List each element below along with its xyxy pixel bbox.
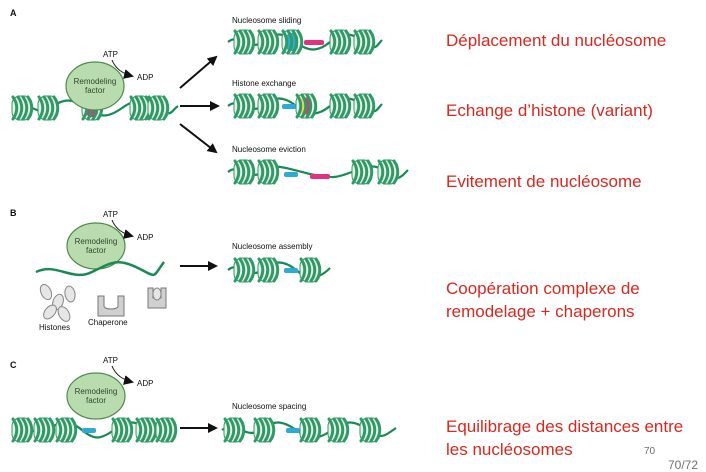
- nucleosome: [299, 257, 322, 283]
- label-line: remodelage + chaperons: [446, 302, 635, 321]
- label-line: Equilibrage des distances entre: [446, 417, 684, 436]
- nucleosome: [257, 159, 280, 185]
- nucleosome: [359, 417, 382, 443]
- atp-to-adp-arrow: [111, 59, 134, 79]
- panel-c-dna-before: [11, 417, 178, 443]
- nucleosome: [233, 159, 256, 185]
- remodeler-label-line1: Remodeling: [75, 387, 118, 396]
- chaperone-icon: [97, 287, 167, 317]
- spacing-result: [221, 417, 397, 443]
- assembly-result: [227, 257, 331, 283]
- nucleosome: [351, 159, 374, 185]
- adp-label: ADP: [137, 73, 153, 82]
- nucleosome: [223, 417, 246, 443]
- label-histone-exchange: Echange d’histone (variant): [446, 101, 653, 120]
- caption-nucleosome-assembly: Nucleosome assembly: [232, 242, 312, 251]
- nucleosome: [11, 417, 34, 443]
- remodeler-label-line1: Remodeling: [74, 77, 117, 86]
- nucleosome: [11, 95, 34, 121]
- nucleosome: [299, 417, 322, 443]
- nucleosome: [135, 417, 158, 443]
- nucleosome: [233, 29, 256, 55]
- adp-label: ADP: [137, 233, 153, 242]
- remodeler-label-line2: factor: [86, 246, 106, 255]
- nucleosome: [33, 417, 56, 443]
- panel-c-letter: C: [10, 360, 17, 370]
- free-dna-strand: [35, 260, 166, 277]
- nucleosome: [295, 93, 318, 119]
- adp-label: ADP: [137, 379, 153, 388]
- nucleosome: [37, 95, 60, 121]
- label-nucleosome-sliding: Déplacement du nucléosome: [446, 31, 667, 50]
- nucleosome: [327, 417, 350, 443]
- label-cooperation: Coopération complexe de remodelage + cha…: [446, 277, 640, 323]
- nucleosome: [353, 93, 376, 119]
- panel-a-letter: A: [10, 8, 17, 18]
- label-spacing: Equilibrage des distances entre les nucl…: [446, 415, 683, 461]
- page-number: 70: [644, 446, 656, 457]
- eviction-result: [227, 159, 409, 185]
- nucleosome: [233, 93, 256, 119]
- nucleosome: [253, 417, 276, 443]
- label-line: les nucléosomes: [446, 440, 573, 459]
- remodeler-label-line1: Remodeling: [75, 237, 118, 246]
- chaperone-caption: Chaperone: [88, 318, 128, 327]
- arrow-to-eviction: [179, 123, 218, 154]
- atp-to-adp-arrow: [111, 365, 134, 385]
- nucleosome: [377, 159, 400, 185]
- nucleosome: [257, 93, 280, 119]
- atp-label: ATP: [103, 356, 118, 365]
- nucleosome: [233, 257, 256, 283]
- caption-histone-exchange: Histone exchange: [232, 79, 297, 88]
- panel-b-remodeler: Remodeling factor: [66, 222, 126, 270]
- panel-a-remodeler: Remodeling factor: [65, 61, 125, 111]
- panel-c-remodeler: Remodeling factor: [66, 372, 126, 420]
- atp-label: ATP: [103, 50, 118, 59]
- free-histones: [39, 283, 76, 322]
- caption-nucleosome-eviction: Nucleosome eviction: [232, 145, 306, 154]
- page-counter: 70/72: [668, 458, 699, 472]
- nucleosome: [55, 417, 78, 443]
- sliding-result: [227, 29, 383, 55]
- label-nucleosome-eviction: Evitement de nucléosome: [446, 172, 642, 191]
- panel-b-letter: B: [10, 208, 17, 218]
- nucleosome: [329, 93, 352, 119]
- nucleosome: [257, 29, 280, 55]
- nucleosome: [129, 95, 152, 121]
- remodeler-label-line2: factor: [85, 86, 105, 95]
- nucleosome: [155, 417, 178, 443]
- atp-to-adp-arrow: [111, 219, 134, 239]
- caption-nucleosome-spacing: Nucleosome spacing: [232, 402, 306, 411]
- nucleosome: [111, 417, 134, 443]
- caption-nucleosome-sliding: Nucleosome sliding: [232, 16, 301, 25]
- histones-caption: Histones: [39, 323, 70, 332]
- arrow-to-sliding: [179, 55, 218, 89]
- exchange-result: [227, 93, 383, 119]
- nucleosome: [329, 29, 352, 55]
- atp-label: ATP: [103, 210, 118, 219]
- nucleosome: [147, 95, 170, 121]
- nucleosome: [257, 257, 280, 283]
- nucleosome: [281, 29, 304, 55]
- nucleosome: [353, 29, 376, 55]
- label-line: Coopération complexe de: [446, 279, 640, 298]
- remodeler-label-line2: factor: [86, 396, 106, 405]
